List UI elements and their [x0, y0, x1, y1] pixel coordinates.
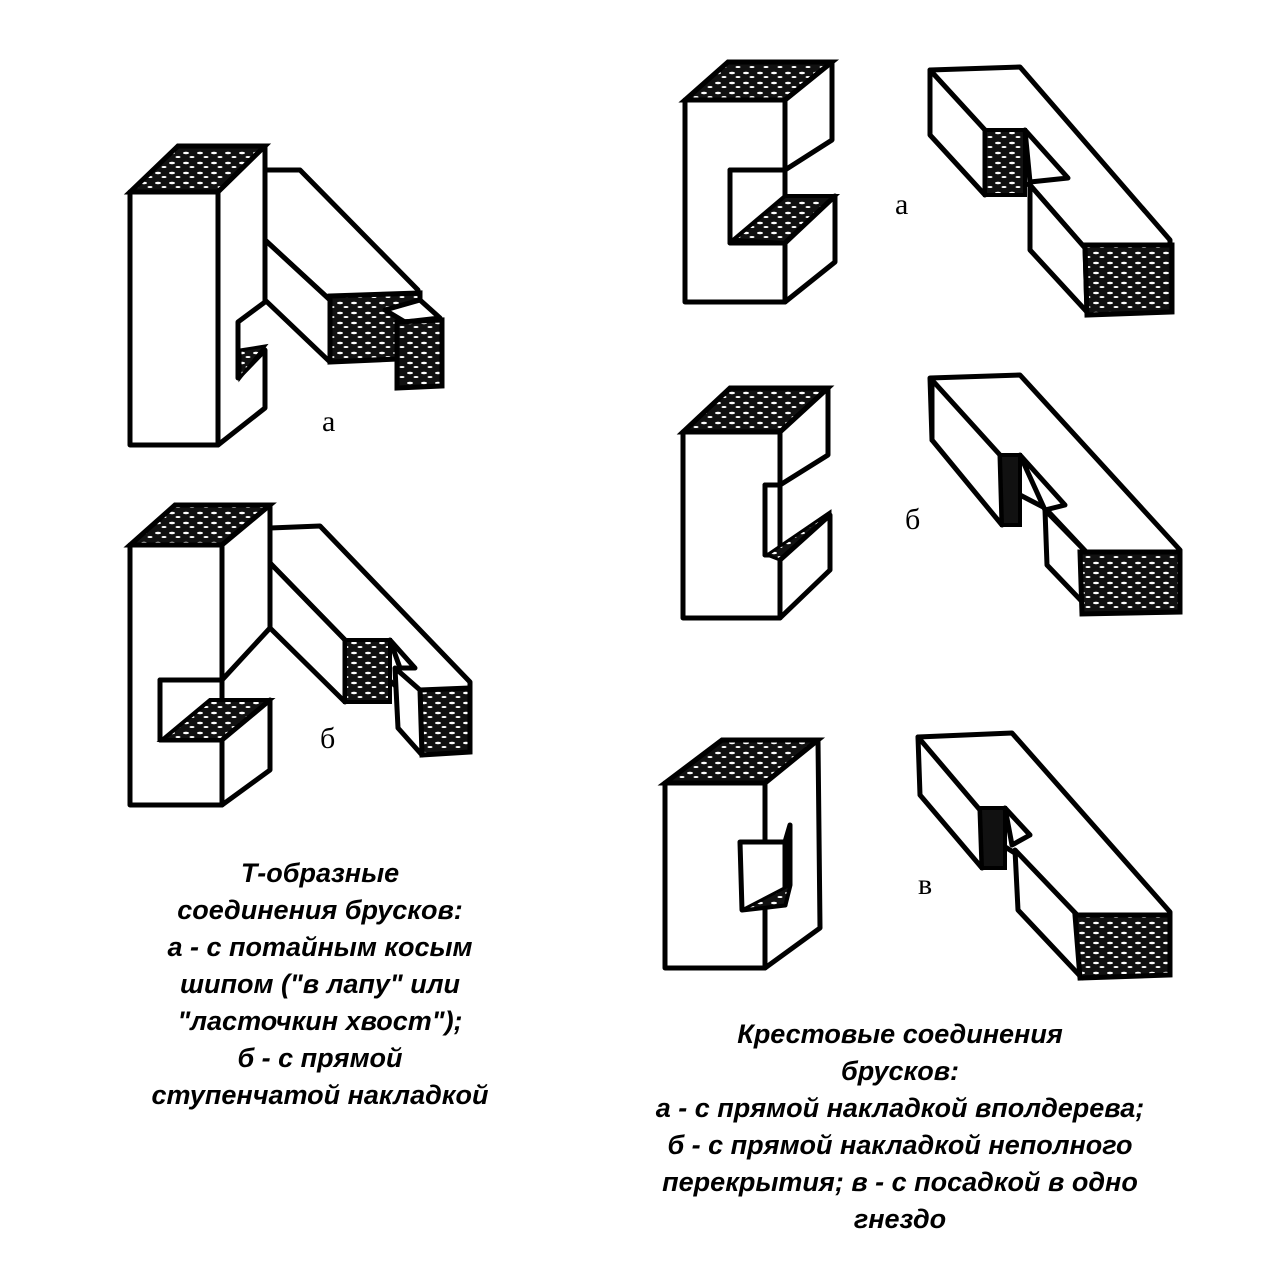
caption-line: "ласточкин хвост"); — [177, 1006, 463, 1036]
caption-line: б - с прямой накладкой неполного — [667, 1130, 1133, 1160]
cross-joint-v-drawing — [657, 730, 1173, 981]
caption-line: Крестовые соединения — [737, 1019, 1063, 1049]
fig-label-cross-a: а — [895, 188, 909, 221]
caption-line: а - с потайным косым — [167, 932, 473, 962]
caption-line: а - с прямой накладкой вполдерева; — [655, 1093, 1145, 1123]
caption-line: шипом ("в лапу" или — [180, 969, 460, 999]
caption-cross-joints: Крестовые соединения брусков: а - с прям… — [560, 1016, 1240, 1238]
t-joint-b-drawing — [123, 502, 473, 808]
caption-line: ступенчатой накладкой — [151, 1080, 489, 1110]
t-joint-a-drawing — [123, 143, 445, 448]
fig-label-t-b: б — [320, 722, 336, 755]
caption-t-joints: Т-образные соединения брусков: а - с пот… — [100, 855, 540, 1114]
caption-line: б - с прямой — [237, 1043, 403, 1073]
caption-line: соединения брусков: — [177, 895, 463, 925]
caption-line: перекрытия; в - с посадкой в одно — [662, 1167, 1138, 1197]
fig-label-t-a: а — [322, 405, 336, 438]
cross-joint-b-drawing — [676, 372, 1183, 621]
fig-label-cross-v: в — [918, 868, 933, 901]
cross-joint-a-drawing — [678, 59, 1175, 318]
fig-label-cross-b: б — [905, 503, 921, 536]
caption-line: гнездо — [853, 1204, 947, 1234]
caption-line: брусков: — [840, 1056, 960, 1086]
caption-line: Т-образные — [240, 858, 400, 888]
